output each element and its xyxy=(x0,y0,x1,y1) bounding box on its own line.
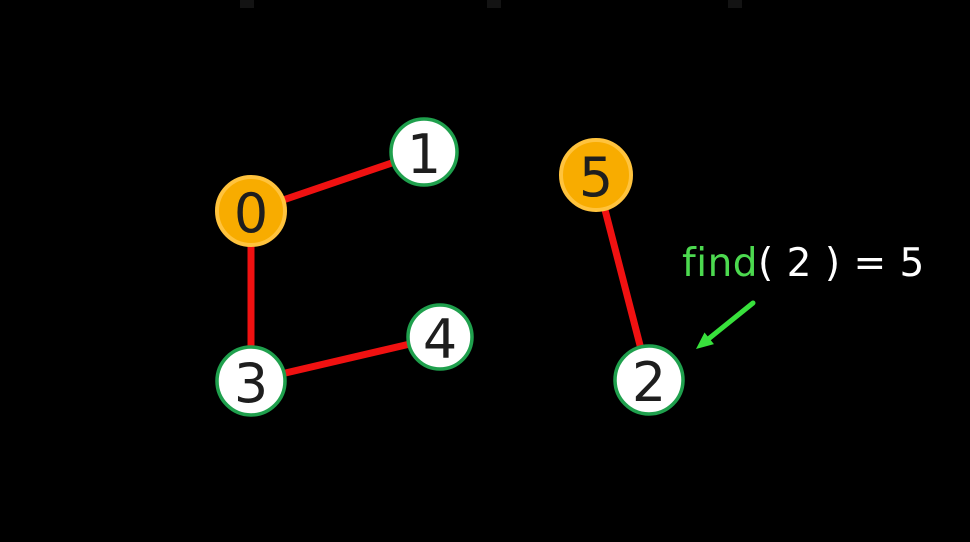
node-label-5: 5 xyxy=(579,146,613,209)
annotation-arrow xyxy=(696,300,756,349)
arrow-head xyxy=(696,332,714,349)
find-expression: ( 2 ) = 5 xyxy=(758,241,925,286)
find-function-label: find xyxy=(682,241,759,286)
node-label-2: 2 xyxy=(632,351,666,414)
node-5: 5 xyxy=(559,138,633,212)
node-2: 2 xyxy=(613,344,685,416)
node-label-4: 4 xyxy=(423,308,457,371)
node-1: 1 xyxy=(389,117,459,187)
find-annotation: find( 2 ) = 5 xyxy=(682,241,925,286)
top-edge-artifact xyxy=(240,0,254,8)
top-edge-artifact xyxy=(728,0,742,8)
node-label-1: 1 xyxy=(407,123,441,186)
node-0: 0 xyxy=(215,175,287,247)
node-circle xyxy=(406,303,474,371)
nodes-layer: 1 0 5 3 4 2 xyxy=(215,117,685,417)
node-circle-root xyxy=(215,175,287,247)
arrow-shaft xyxy=(706,300,756,341)
node-4: 4 xyxy=(406,303,474,371)
node-circle xyxy=(613,344,685,416)
node-label-3: 3 xyxy=(234,352,268,415)
node-circle-root xyxy=(559,138,633,212)
node-circle xyxy=(215,345,287,417)
node-3: 3 xyxy=(215,345,287,417)
node-label-0: 0 xyxy=(234,182,268,245)
node-circle xyxy=(389,117,459,187)
top-edge-artifact xyxy=(487,0,501,8)
